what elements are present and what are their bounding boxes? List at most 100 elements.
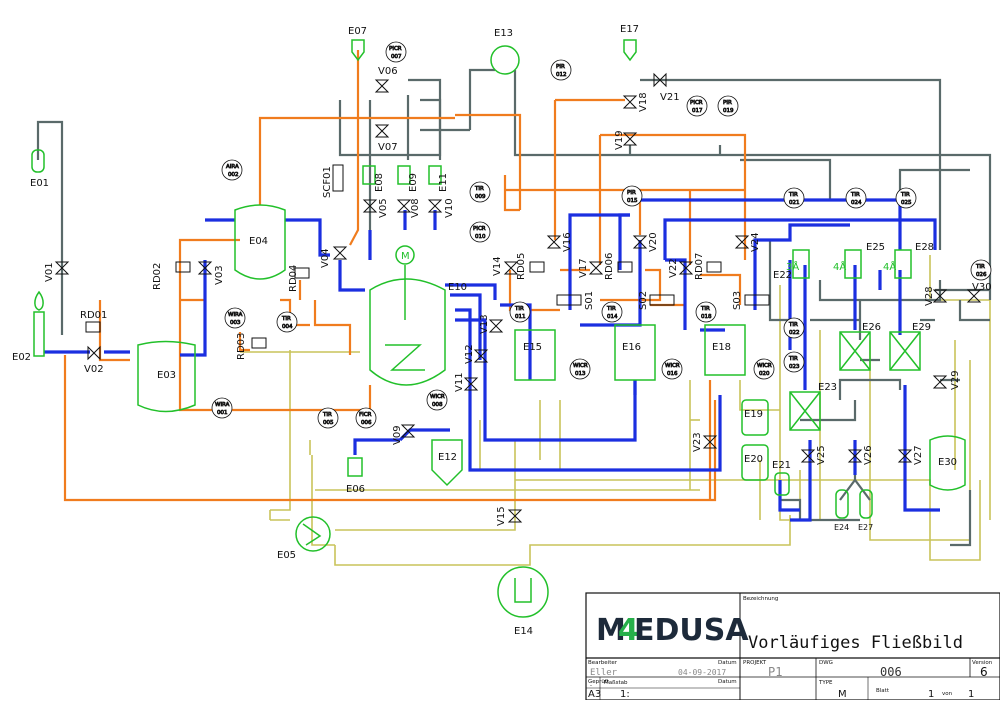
svg-text:005: 005: [323, 420, 334, 426]
label-e16: E16: [622, 342, 641, 353]
label-e25: E25: [866, 242, 885, 253]
motor-icon: [395, 245, 415, 265]
label-e09: E09: [408, 173, 419, 192]
valve-shapes: [54, 72, 982, 523]
label-4a-1: 4Å: [833, 260, 846, 273]
label-rd02: RD02: [152, 263, 163, 290]
separator-s02: [649, 294, 675, 306]
label-v21: V21: [660, 92, 680, 103]
svg-text:PICR: PICR: [473, 226, 486, 232]
rupture-disc-rd06: [617, 261, 633, 273]
valve-v18: [622, 95, 638, 109]
vessel-e21: [774, 472, 790, 496]
separator-s03: [744, 294, 770, 306]
rupture-disc-rd03: [251, 337, 267, 349]
instrument-tir-023: TIR 023: [783, 351, 805, 373]
label-v29: V29: [950, 370, 961, 390]
von-value: 1: [968, 689, 974, 700]
label-e26: E26: [862, 322, 881, 333]
svg-text:026: 026: [976, 272, 987, 278]
label-v20: V20: [648, 232, 659, 252]
valve-v14: [503, 261, 519, 275]
vessel-e06: [347, 457, 363, 477]
label-v18: V18: [638, 92, 649, 112]
svg-text:TIR: TIR: [700, 306, 710, 312]
vessel-e09: [397, 165, 411, 185]
svg-text:TIR: TIR: [281, 316, 291, 322]
valve-v08: [396, 199, 412, 213]
svg-text:025: 025: [901, 200, 912, 206]
valve-v04: [332, 246, 348, 260]
instrument-tir-011: TIR 011: [509, 301, 531, 323]
label-v22: V22: [668, 258, 679, 278]
svg-text:TIR: TIR: [788, 192, 798, 198]
label-rd04: RD04: [288, 265, 299, 292]
label-v28: V28: [924, 286, 935, 306]
label-e21: E21: [772, 460, 791, 471]
equipment-shapes: [31, 39, 966, 618]
vessel-e20: [741, 444, 769, 481]
label-v26: V26: [863, 445, 874, 465]
blatt-label: Blatt: [876, 688, 890, 694]
label-s02: S02: [638, 291, 649, 310]
label-v05: V05: [378, 198, 389, 218]
instrument-wira-001: WIRA 001: [211, 397, 233, 419]
equipment-labels: E01 E02 E03 E04 E05 E06 E07 E08 E09 E10 …: [12, 24, 957, 637]
svg-text:001: 001: [217, 410, 228, 416]
svg-text:019: 019: [723, 108, 734, 114]
svg-text:024: 024: [851, 200, 862, 206]
valve-v23: [702, 435, 718, 449]
svg-text:006: 006: [361, 420, 372, 426]
label-e06: E06: [346, 484, 365, 495]
gas-cylinder-e01: [31, 149, 45, 173]
instrument-tir-025: TIR 025: [895, 187, 917, 209]
valve-v19: [622, 132, 638, 146]
exchanger-e15: [514, 329, 556, 381]
column-e25: [844, 249, 862, 279]
label-e12: E12: [438, 452, 457, 463]
bezeichnung-label: Bezeichnung: [743, 596, 778, 602]
svg-text:010: 010: [475, 234, 486, 240]
instrument-picr-017: PICR 017: [686, 95, 708, 117]
svg-text:WIRA: WIRA: [228, 312, 243, 318]
label-e01: E01: [30, 178, 49, 189]
svg-text:021: 021: [789, 200, 800, 206]
valve-v05: [362, 199, 378, 213]
reactor-coil: [385, 344, 425, 371]
svg-text:TIR: TIR: [788, 322, 798, 328]
e14-coil: [514, 578, 532, 603]
valve-v03: [197, 261, 213, 275]
flame-icon: [34, 290, 44, 311]
label-e22: E22: [773, 270, 792, 281]
valve-v21: [653, 72, 667, 88]
svg-text:018: 018: [701, 314, 712, 320]
bed-e26: [839, 331, 871, 371]
tank-e03: [137, 340, 196, 413]
valve-v28: [932, 289, 948, 303]
svg-text:TIR: TIR: [900, 192, 910, 198]
tank-e30: [929, 435, 966, 491]
valve-v25: [800, 449, 816, 463]
label-v13: V13: [479, 314, 490, 334]
label-v27: V27: [913, 445, 924, 465]
valve-v22: [678, 261, 694, 275]
svg-text:TIR: TIR: [788, 356, 798, 362]
label-e15: E15: [523, 342, 542, 353]
svg-text:007: 007: [391, 54, 402, 60]
valve-v10: [427, 199, 443, 213]
svg-text:009: 009: [475, 194, 486, 200]
column-e28: [894, 249, 912, 279]
valve-v02: [87, 345, 101, 361]
tank-e04: [234, 204, 286, 280]
geprueft-value: -: [590, 683, 592, 689]
instrument-wicr-013: WICR 013: [569, 358, 591, 380]
dwg-value: 006: [880, 665, 902, 679]
valve-v09: [400, 424, 416, 438]
drawing-title: Vorläufiges Fließbild: [748, 633, 963, 653]
blue-pipes: [44, 198, 940, 522]
compressor-e13: [490, 45, 520, 75]
label-v07: V07: [378, 142, 398, 153]
separator-s01: [556, 294, 582, 306]
label-v12: V12: [464, 344, 475, 364]
instrument-tir-005: TIR 005: [317, 407, 339, 429]
